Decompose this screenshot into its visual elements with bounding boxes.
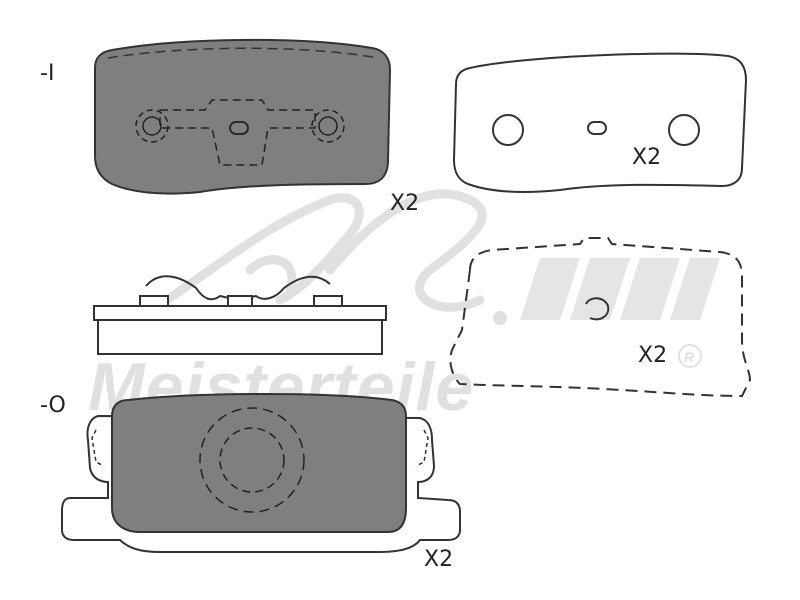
pad-side-tab-center	[227, 295, 253, 307]
pad-mid-right-outline	[449, 237, 752, 398]
pad-side-friction	[97, 319, 383, 355]
pad-bottom-clip-right	[415, 429, 429, 467]
qty-label-bottom: X2	[424, 547, 453, 572]
pad-top-left-rivet-right-inner	[318, 116, 338, 136]
pad-top-left-bracket	[159, 99, 316, 166]
pad-bottom	[61, 393, 461, 553]
pad-bottom-sensor-outer	[199, 407, 305, 513]
pad-top-right-hole-left	[492, 114, 524, 146]
watermark-logo-dot-2	[493, 311, 507, 325]
marker-bottom-left: -O	[40, 393, 66, 418]
qty-label-top-left: X2	[390, 191, 419, 216]
pad-top-right	[452, 52, 748, 193]
pad-side-tab-right	[313, 295, 343, 307]
pad-mid-right	[449, 237, 752, 398]
pad-bottom-friction	[111, 393, 407, 533]
watermark-registered: R	[684, 349, 695, 365]
pad-side-backing-plate	[93, 305, 387, 321]
pad-top-right-slot	[587, 121, 607, 135]
marker-top-left: -I	[40, 61, 54, 86]
watermark-stripes	[520, 258, 720, 320]
pad-top-left	[94, 38, 392, 195]
pad-top-left-rivet-left	[135, 109, 169, 143]
qty-label-mid-right: X2	[638, 343, 667, 368]
pad-bottom-sensor-inner	[219, 427, 285, 493]
pad-side-view	[93, 275, 387, 355]
qty-label-top-right: X2	[632, 145, 661, 170]
pad-top-right-hole-right	[668, 114, 700, 146]
watermark-registered-circle	[678, 344, 702, 368]
pad-top-left-dash-edge	[107, 47, 379, 59]
pad-bottom-clip-left	[91, 429, 105, 467]
pad-top-left-rivet-left-inner	[142, 116, 162, 136]
pad-top-left-body	[94, 38, 392, 195]
pad-side-tab-left	[139, 295, 169, 307]
pad-top-left-rivet-right	[311, 109, 345, 143]
watermark-logo-script	[125, 189, 487, 325]
pad-mid-right-clip	[585, 297, 610, 321]
pad-top-left-center-slot	[229, 121, 249, 135]
